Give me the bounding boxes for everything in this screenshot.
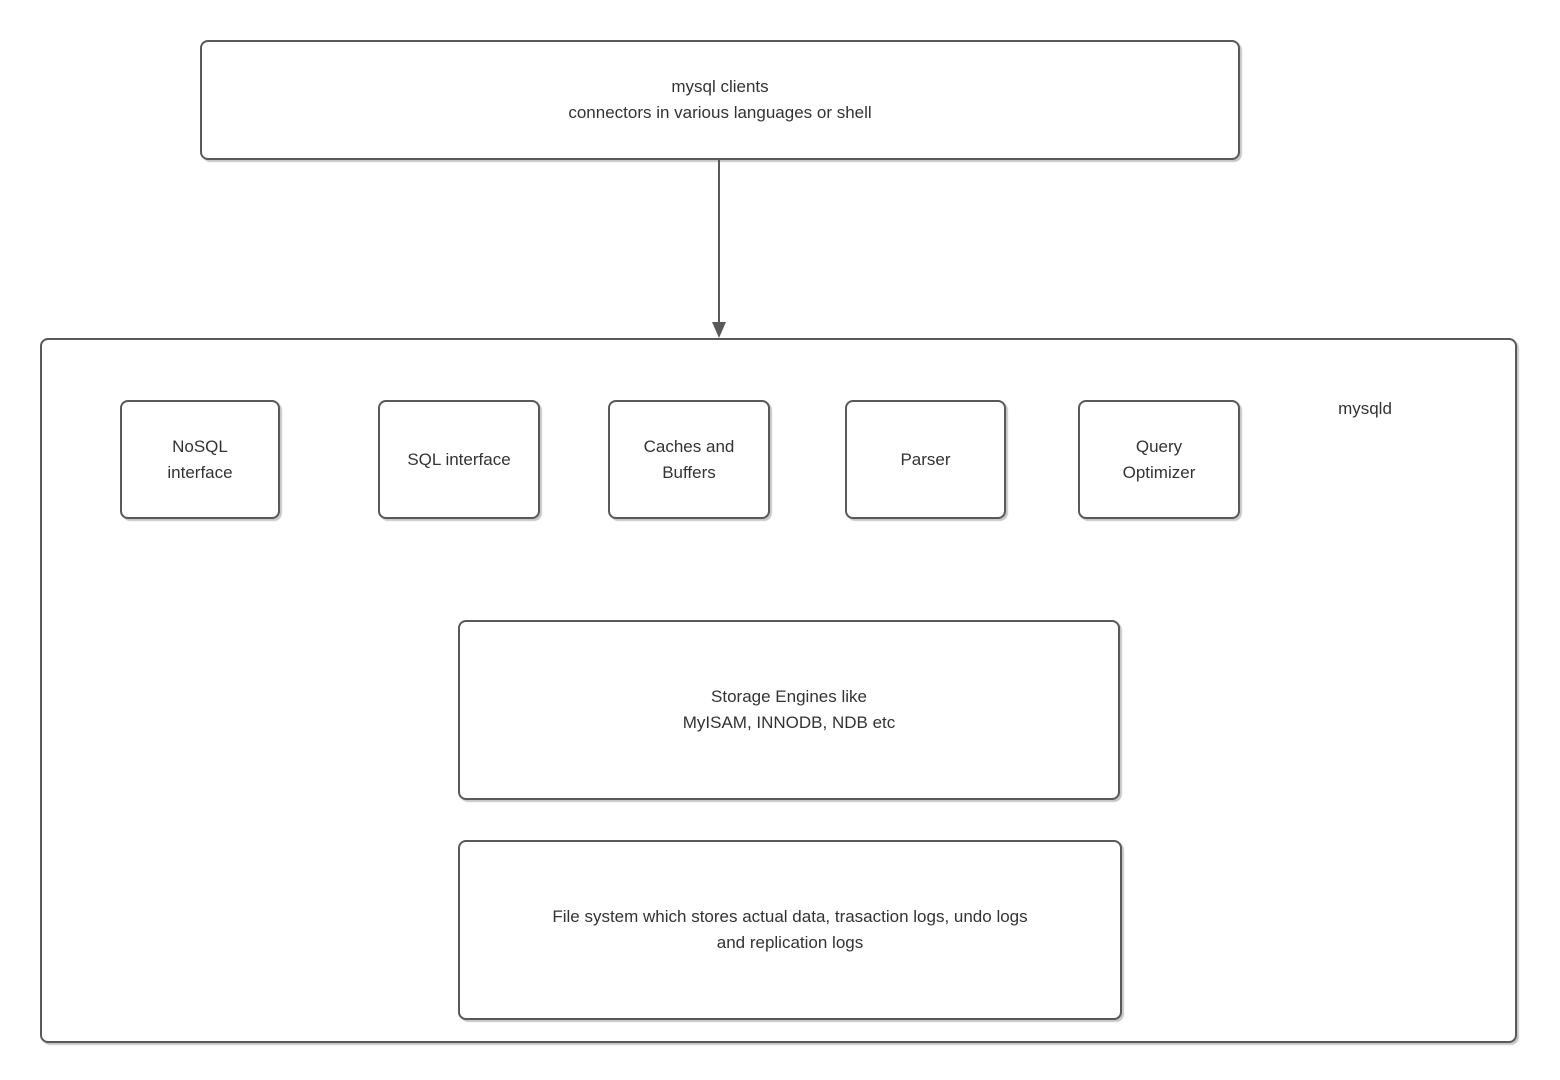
node-mysql-clients: mysql clients connectors in various lang… <box>200 40 1240 160</box>
node-caches-and-buffers: Caches and Buffers <box>608 400 770 519</box>
file-system-label: File system which stores actual data, tr… <box>552 907 1028 952</box>
node-file-system: File system which stores actual data, tr… <box>458 840 1122 1020</box>
sql-interface-label: SQL interface <box>407 449 511 469</box>
storage-engines-label: Storage Engines like MyISAM, INNODB, NDB… <box>682 687 896 732</box>
node-sql-interface: SQL interface <box>378 400 540 519</box>
node-parser: Parser <box>845 400 1006 519</box>
node-storage-engines: Storage Engines like MyISAM, INNODB, NDB… <box>458 620 1120 800</box>
mysqld-label: mysqld <box>1338 399 1392 418</box>
clients-to-mysqld-arrow <box>712 160 726 338</box>
mysql-clients-label: mysql clients connectors in various lang… <box>568 77 872 122</box>
node-nosql-interface: NoSQL interface <box>120 400 280 519</box>
parser-label: Parser <box>900 449 951 469</box>
query-optimizer-label: Query Optimizer <box>1122 436 1196 482</box>
caches-and-buffers-label: Caches and Buffers <box>643 436 735 482</box>
nosql-interface-label: NoSQL interface <box>167 436 233 482</box>
node-query-optimizer: Query Optimizer <box>1078 400 1240 519</box>
